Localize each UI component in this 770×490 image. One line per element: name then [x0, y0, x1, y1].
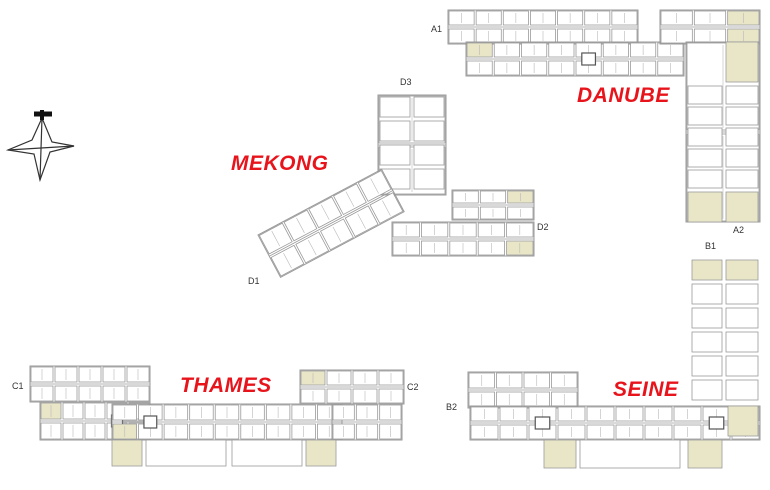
north-compass-icon: [5, 110, 75, 183]
apartment-unit: [687, 85, 723, 105]
apartment-unit: [379, 144, 411, 166]
apartment-unit: [687, 148, 723, 168]
wing-c2-top: [299, 369, 405, 405]
wing-a1-lower: [465, 41, 685, 77]
apartment-unit: [111, 439, 143, 467]
wing-c2-lower: [331, 403, 403, 441]
apartment-unit: [725, 148, 759, 168]
apartment-unit: [145, 439, 227, 467]
block-tag-d1: D1: [248, 276, 260, 286]
apartment-unit: [725, 331, 759, 353]
apartment-unit: [413, 120, 445, 142]
zone-label-thames: THAMES: [180, 374, 272, 397]
block-tag-c1: C1: [12, 381, 24, 391]
wing-d2-lower: [391, 221, 535, 257]
block-tag-d2: D2: [537, 222, 549, 232]
wing-thames-mid: [111, 403, 343, 441]
apartment-unit: [379, 96, 411, 118]
apartment-unit: [691, 307, 723, 329]
apartment-unit: [725, 355, 759, 377]
apartment-unit: [687, 439, 723, 469]
wing-b2-left: [467, 371, 579, 409]
block-tag-a1: A1: [431, 24, 443, 34]
apartment-unit: [725, 283, 759, 305]
apartment-unit: [691, 283, 723, 305]
apartment-unit: [725, 259, 759, 281]
apartment-unit: [725, 106, 759, 126]
zone-label-seine: SEINE: [613, 378, 679, 401]
apartment-unit: [413, 144, 445, 166]
wing-a1-top: [447, 9, 639, 45]
apartment-unit: [379, 120, 411, 142]
wing-c1-top: [29, 365, 151, 403]
apartment-unit: [687, 106, 723, 126]
apartment-unit: [413, 168, 445, 190]
zone-label-danube: DANUBE: [577, 84, 670, 107]
apartment-unit: [579, 439, 681, 469]
apartment-unit: [231, 439, 303, 467]
apartment-unit: [413, 96, 445, 118]
stair-core: [581, 52, 597, 66]
wing-d1-diagonal: [257, 168, 405, 279]
apartment-unit: [691, 379, 723, 401]
apartment-unit: [305, 439, 337, 467]
block-tag-b2: B2: [446, 402, 458, 412]
wing-seine-lower: [469, 405, 761, 441]
apartment-unit: [725, 379, 759, 401]
apartment-unit: [691, 355, 723, 377]
stair-core: [708, 416, 725, 430]
apartment-unit: [687, 127, 723, 147]
apartment-unit: [687, 191, 723, 223]
apartment-unit: [727, 405, 759, 437]
apartment-unit: [725, 41, 759, 83]
block-tag-b1: B1: [705, 241, 717, 251]
zone-label-mekong: MEKONG: [231, 152, 329, 175]
apartment-unit: [543, 439, 577, 469]
wing-a1-right: [659, 9, 761, 45]
apartment-unit: [691, 331, 723, 353]
block-tag-a2: A2: [733, 225, 745, 235]
block-tag-d3: D3: [400, 77, 412, 87]
stair-core: [534, 416, 551, 430]
apartment-unit: [691, 259, 723, 281]
apartment-unit: [725, 85, 759, 105]
apartment-unit: [687, 169, 723, 189]
apartment-unit: [725, 127, 759, 147]
apartment-unit: [725, 191, 759, 223]
apartment-unit: [725, 307, 759, 329]
apartment-unit: [725, 169, 759, 189]
stair-core: [143, 415, 158, 429]
block-tag-c2: C2: [407, 382, 419, 392]
wing-d2-upper: [451, 189, 535, 221]
